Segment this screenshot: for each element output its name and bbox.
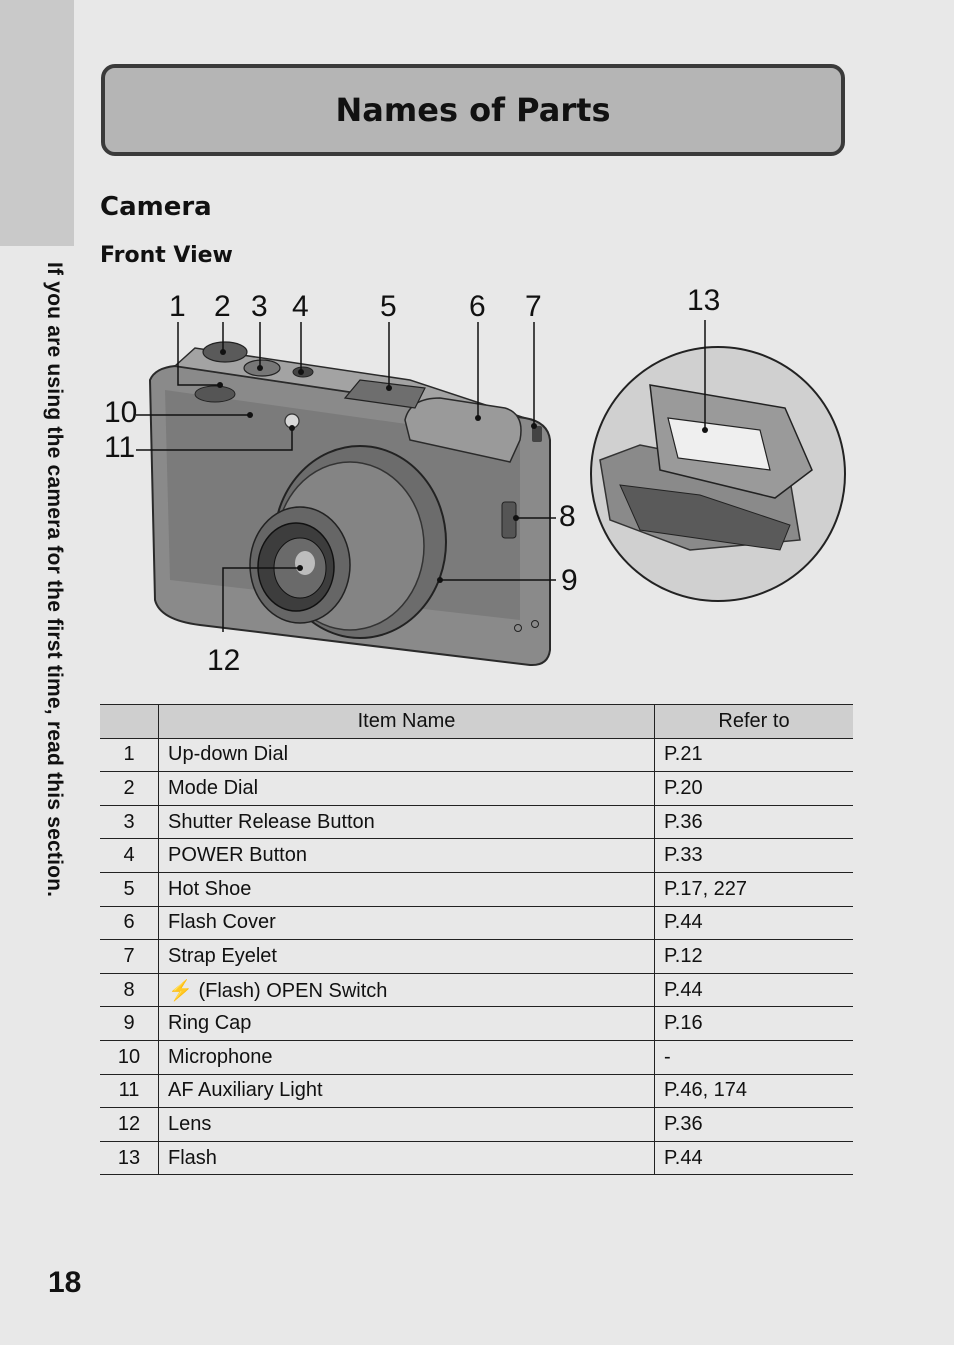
section-tab	[0, 0, 74, 246]
header-number	[100, 704, 159, 739]
flash-inset	[590, 346, 846, 602]
row-refer-to: P.21	[654, 737, 853, 773]
header-item-name: Item Name	[158, 704, 655, 739]
row-number: 8	[100, 972, 159, 1008]
row-item-name: Up-down Dial	[158, 737, 655, 773]
camera-front-view-figure: 1 2 3 4 5 6 7 8 9 10 11 12 13	[0, 280, 954, 700]
callout-3: 3	[251, 290, 268, 323]
row-number: 1	[100, 737, 159, 773]
row-item-name: Shutter Release Button	[158, 804, 655, 840]
flash-icon: ⚡	[168, 979, 193, 1002]
row-item-name: POWER Button	[158, 838, 655, 873]
row-refer-to: P.46, 174	[654, 1073, 853, 1109]
side-tab-text: If you are using the camera for the firs…	[43, 262, 66, 898]
row-refer-to: P.16	[654, 1006, 853, 1041]
page-number: 18	[48, 1266, 82, 1299]
callout-9: 9	[561, 564, 578, 597]
row-number: 4	[100, 838, 159, 873]
camera-body	[148, 341, 551, 667]
row-item-name: ⚡ (Flash) OPEN Switch	[158, 972, 655, 1008]
row-refer-to: P.44	[654, 905, 853, 941]
row-number: 5	[100, 871, 159, 907]
callout-6: 6	[469, 290, 486, 323]
row-refer-to: P.33	[654, 838, 853, 873]
row-number: 11	[100, 1073, 159, 1109]
callout-5: 5	[380, 290, 397, 323]
callout-2: 2	[214, 290, 231, 323]
row-item-name-text: (Flash) OPEN Switch	[198, 979, 388, 1002]
row-number: 3	[100, 804, 159, 840]
callout-10: 10	[104, 396, 138, 429]
callout-11: 11	[104, 431, 136, 464]
section-heading: Camera	[100, 192, 212, 222]
row-item-name: AF Auxiliary Light	[158, 1073, 655, 1109]
callout-dots	[217, 349, 708, 583]
row-refer-to: P.12	[654, 939, 853, 974]
row-item-name: Hot Shoe	[158, 871, 655, 907]
callout-leader-lines	[136, 320, 706, 632]
row-refer-to: P.44	[654, 972, 853, 1008]
row-number: 2	[100, 771, 159, 806]
callout-4: 4	[292, 290, 309, 323]
row-refer-to: P.17, 227	[654, 871, 853, 907]
callout-1: 1	[169, 290, 186, 323]
header-refer-to: Refer to	[654, 704, 853, 739]
row-item-name: Flash Cover	[158, 905, 655, 941]
row-number: 12	[100, 1107, 159, 1142]
row-item-name: Microphone	[158, 1039, 655, 1075]
row-number: 9	[100, 1006, 159, 1041]
title-banner: Names of Parts	[101, 64, 845, 156]
callout-13: 13	[687, 284, 721, 317]
callout-7: 7	[525, 290, 542, 323]
row-number: 6	[100, 905, 159, 941]
row-refer-to: P.36	[654, 1107, 853, 1142]
row-item-name: Mode Dial	[158, 771, 655, 806]
row-item-name: Strap Eyelet	[158, 939, 655, 974]
row-refer-to: P.36	[654, 804, 853, 840]
subsection-heading: Front View	[100, 243, 233, 268]
row-number: 10	[100, 1039, 159, 1075]
row-item-name: Ring Cap	[158, 1006, 655, 1041]
row-refer-to: P.20	[654, 771, 853, 806]
page-title: Names of Parts	[335, 91, 611, 129]
callout-8: 8	[559, 500, 576, 533]
row-item-name: Flash	[158, 1140, 655, 1176]
row-number: 7	[100, 939, 159, 974]
row-refer-to: P.44	[654, 1140, 853, 1176]
table-header-row: Item Name Refer to	[100, 704, 853, 739]
row-number: 13	[100, 1140, 159, 1176]
callout-12: 12	[207, 644, 241, 677]
camera-illustration	[136, 320, 846, 667]
row-refer-to: -	[654, 1039, 853, 1075]
row-item-name: Lens	[158, 1107, 655, 1142]
